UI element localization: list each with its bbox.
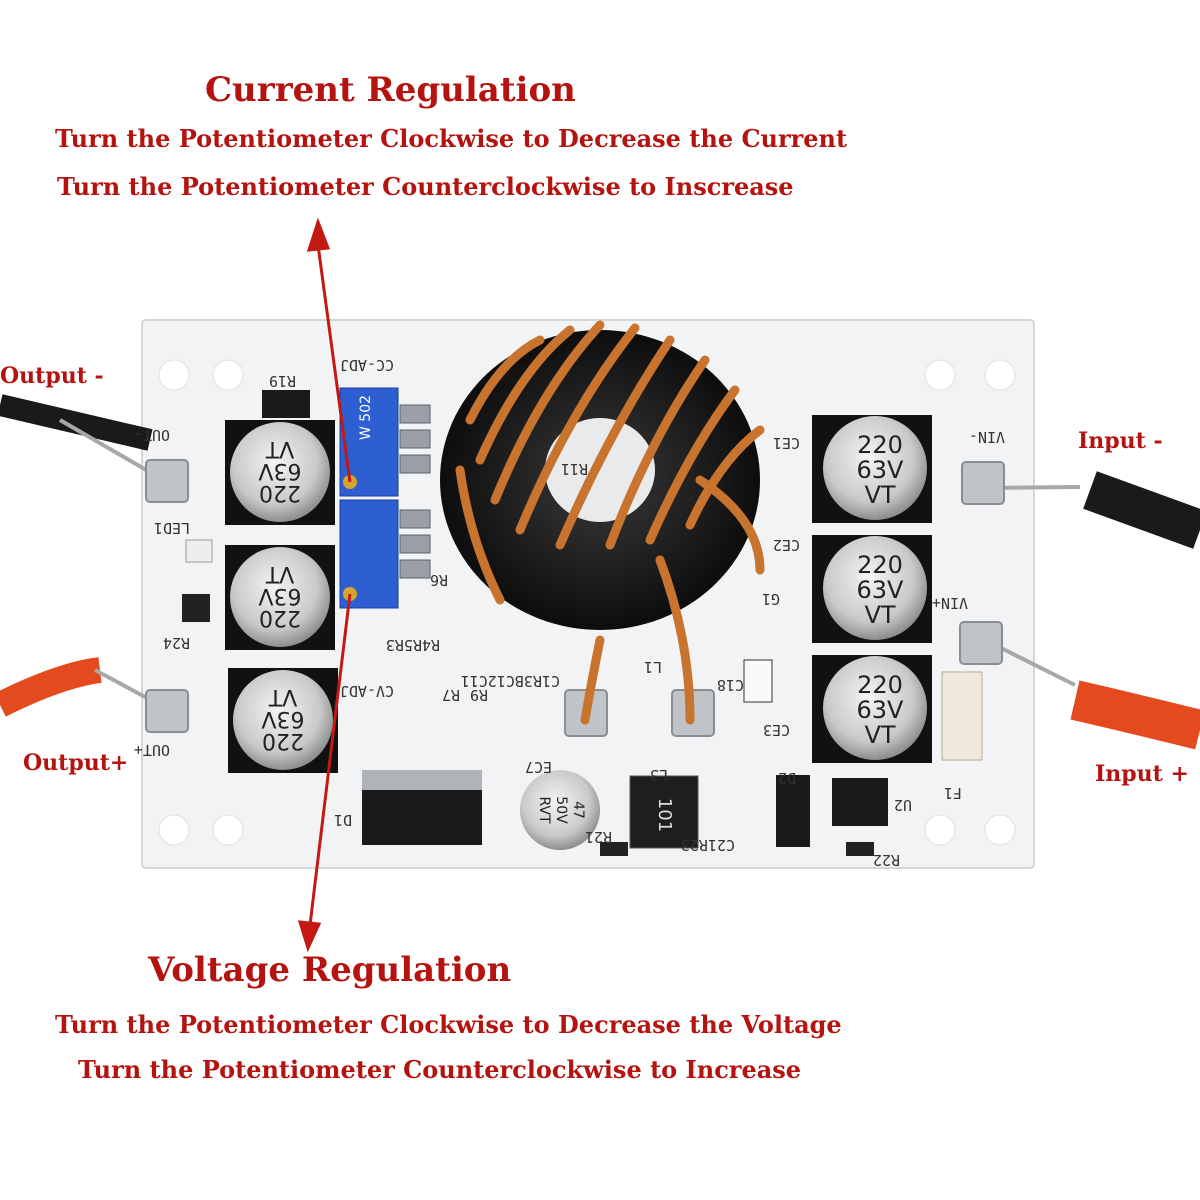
silk-cv-adj: CV-ADJ <box>340 682 394 700</box>
svg-text:F1: F1 <box>944 784 962 802</box>
silk-out-plus: OUT+ <box>134 741 170 759</box>
svg-text:R4R5R3: R4R5R3 <box>386 636 440 654</box>
input-minus-wire <box>1083 471 1200 549</box>
svg-text:CE1: CE1 <box>773 434 800 452</box>
svg-text:CE3: CE3 <box>763 721 790 739</box>
svg-text:VT: VT <box>265 561 294 586</box>
svg-text:VT: VT <box>864 601 895 629</box>
svg-text:C21R23: C21R23 <box>681 836 735 854</box>
svg-text:R6: R6 <box>430 571 448 589</box>
svg-text:63V: 63V <box>258 458 301 483</box>
svg-text:63V: 63V <box>857 576 905 604</box>
svg-text:LED1: LED1 <box>154 519 190 537</box>
output-plus-label: Output+ <box>23 750 129 776</box>
svg-text:63V: 63V <box>261 706 304 731</box>
mounting-holes <box>158 359 1016 846</box>
svg-text:R24: R24 <box>163 634 190 652</box>
svg-text:D1: D1 <box>334 811 352 829</box>
svg-text:R21: R21 <box>585 828 612 846</box>
svg-text:220: 220 <box>259 605 301 630</box>
resistor-r19 <box>262 390 310 418</box>
current-regulation-title: Current Regulation <box>205 70 576 110</box>
svg-text:63V: 63V <box>857 696 905 724</box>
svg-text:L1: L1 <box>644 658 662 676</box>
svg-text:R11: R11 <box>561 460 588 478</box>
ic-u2 <box>832 778 888 826</box>
current-arrow <box>306 217 352 483</box>
input-plus-label: Input + <box>1095 761 1189 787</box>
svg-text:C1R3BC12C11: C1R3BC12C11 <box>461 672 560 690</box>
toroid-inductor <box>440 320 765 725</box>
output-plus-wire <box>0 657 102 717</box>
svg-text:EC7: EC7 <box>525 758 552 776</box>
cap-voltage: 63V <box>857 456 905 484</box>
small-capacitor-ec7 <box>520 770 600 850</box>
silk-vin-plus: VIN+ <box>932 594 968 612</box>
resistor-r21 <box>600 842 628 856</box>
svg-text:L3: L3 <box>650 766 668 784</box>
silk-out-minus: OUT- <box>134 426 170 444</box>
voltage-regulation-line-2: Turn the Potentiometer Counterclockwise … <box>78 1055 802 1084</box>
svg-text:R19: R19 <box>269 372 296 390</box>
current-regulation-line-2: Turn the Potentiometer Counterclockwise … <box>57 172 794 201</box>
input-plus-wire <box>1070 680 1200 750</box>
svg-text:R9: R9 <box>470 686 488 704</box>
cap-value: 220 <box>857 431 903 459</box>
fuse-f1 <box>941 671 983 761</box>
capacitor-c18 <box>743 659 773 703</box>
svg-text:101: 101 <box>654 798 675 832</box>
svg-text:220: 220 <box>262 728 304 753</box>
resistor-r22 <box>846 842 874 856</box>
voltage-regulation-title: Voltage Regulation <box>148 950 512 990</box>
resistor-r24 <box>182 594 210 622</box>
silk-vin-minus: VIN- <box>969 428 1005 446</box>
svg-text:G1: G1 <box>762 590 780 608</box>
output-minus-label: Output - <box>0 363 104 389</box>
silk-cc-adj: CC-ADJ <box>340 356 394 374</box>
pot-marking: W 502 <box>358 395 374 440</box>
input-minus-label: Input - <box>1078 428 1163 454</box>
svg-text:U2: U2 <box>894 796 912 814</box>
svg-text:50V: 50V <box>553 796 569 824</box>
output-minus-wire <box>0 394 153 451</box>
svg-text:VT: VT <box>864 721 895 749</box>
voltage-arrow <box>297 593 352 953</box>
voltage-regulation-line-1: Turn the Potentiometer Clockwise to Decr… <box>55 1010 842 1039</box>
svg-text:RVT: RVT <box>536 796 552 824</box>
capacitors-left <box>230 422 333 770</box>
diode-d2 <box>776 775 810 847</box>
cap-brand: VT <box>864 481 895 509</box>
svg-text:D2: D2 <box>778 769 796 787</box>
svg-text:R22: R22 <box>873 851 900 869</box>
current-regulation-line-1: Turn the Potentiometer Clockwise to Decr… <box>55 124 848 153</box>
svg-text:C18: C18 <box>717 676 744 694</box>
capacitors-right <box>823 416 927 760</box>
svg-text:220: 220 <box>857 671 903 699</box>
svg-text:220: 220 <box>857 551 903 579</box>
svg-text:R7: R7 <box>442 686 460 704</box>
led1 <box>185 539 213 563</box>
svg-text:47: 47 <box>570 801 586 819</box>
svg-text:VT: VT <box>265 436 294 461</box>
voltage-potentiometer <box>339 499 399 609</box>
svg-text:VT: VT <box>268 684 297 709</box>
svg-text:CE2: CE2 <box>773 536 800 554</box>
svg-text:220: 220 <box>259 480 301 505</box>
inductor-l3 <box>629 775 699 849</box>
svg-text:63V: 63V <box>258 583 301 608</box>
pin-header <box>399 404 431 579</box>
